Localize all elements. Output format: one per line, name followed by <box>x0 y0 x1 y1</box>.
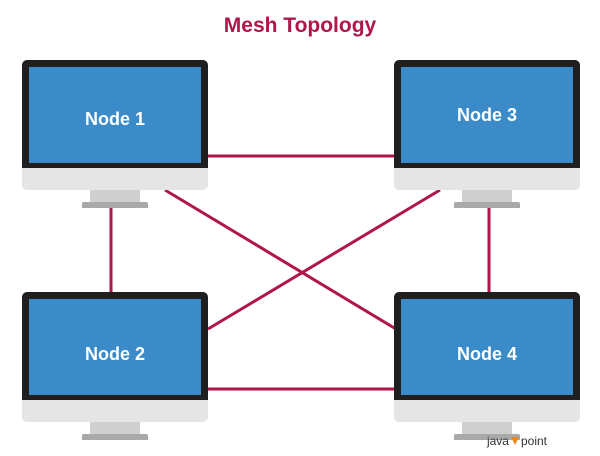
node-1-monitor[interactable]: Node 1 <box>22 60 208 210</box>
link-node1-node4 <box>164 188 397 331</box>
diagram-title: Mesh Topology <box>223 14 377 37</box>
link-node2-node3 <box>207 188 441 331</box>
node-3-monitor[interactable]: Node 3 <box>394 60 580 210</box>
logo-mark-icon <box>510 437 519 445</box>
monitor-foot <box>82 434 148 440</box>
javatpoint-logo: java point <box>487 434 547 448</box>
monitor-stand <box>462 422 512 434</box>
monitor-foot <box>454 434 520 440</box>
monitor-stand <box>90 422 140 434</box>
monitor-screen <box>401 299 573 395</box>
node-2-label: Node 2 <box>84 344 145 364</box>
monitor-stand <box>462 190 512 202</box>
monitor-chin <box>22 400 208 422</box>
logo-prefix: java <box>486 434 509 448</box>
logo-suffix: point <box>520 434 547 448</box>
monitor-stand <box>90 190 140 202</box>
monitor-chin <box>394 400 580 422</box>
monitor-chin <box>394 168 580 190</box>
node-2-monitor[interactable]: Node 2 <box>22 292 208 442</box>
node-4-monitor[interactable]: Node 4 <box>394 292 580 442</box>
monitor-screen <box>29 67 201 163</box>
monitor-foot <box>454 202 520 208</box>
node-4-label: Node 4 <box>456 344 517 364</box>
monitor-foot <box>82 202 148 208</box>
monitor-screen <box>29 299 201 395</box>
node-1-label: Node 1 <box>84 109 145 129</box>
monitor-screen <box>401 67 573 163</box>
node-3-label: Node 3 <box>456 105 517 125</box>
monitor-chin <box>22 168 208 190</box>
